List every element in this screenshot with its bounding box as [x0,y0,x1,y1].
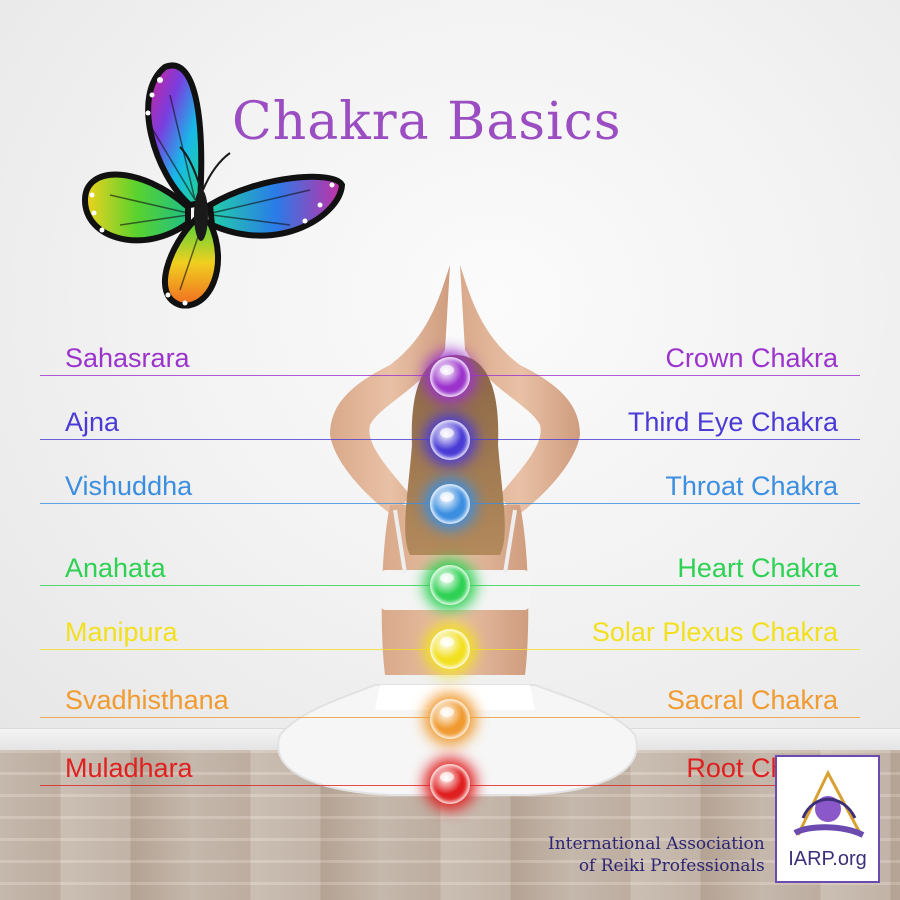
chakra-row: Sahasrara Crown Chakra [0,340,900,380]
chakra-orb [430,699,470,739]
logo-url: IARP.org [788,848,867,870]
butterfly-illustration [81,62,346,309]
chakra-sanskrit-name: Sahasrara [65,343,190,373]
chakra-orb [430,484,470,524]
chakra-orb [430,420,470,460]
chakra-orb [430,565,470,605]
chakra-english-name: Solar Plexus Chakra [591,617,838,647]
iarp-logo[interactable]: IARP.org [775,755,880,883]
chakra-orb [430,764,470,804]
chakra-orb [430,357,470,397]
page-title: Chakra Basics [232,92,622,152]
chakra-english-name: Third Eye Chakra [627,407,838,437]
chakra-english-name: Crown Chakra [665,343,838,373]
organization-line-2: of Reiki Professionals [578,856,765,876]
chakra-english-name: Throat Chakra [665,471,838,501]
chakra-sanskrit-name: Muladhara [65,753,193,783]
chakra-english-name: Heart Chakra [677,553,838,583]
iarp-emblem-icon [793,769,865,838]
organization-name: International Association of Reiki Profe… [548,833,765,877]
chakra-sanskrit-name: Ajna [65,407,120,437]
chakra-sanskrit-name: Anahata [65,553,166,583]
chakra-row: Vishuddha Throat Chakra [0,468,900,508]
meditating-figure [277,265,638,796]
chakra-english-name: Sacral Chakra [666,685,838,715]
chakra-sanskrit-name: Svadhisthana [65,685,229,715]
chakra-sanskrit-name: Manipura [65,617,178,647]
chakra-orb [430,629,470,669]
organization-line-1: International Association [548,834,765,854]
chakra-sanskrit-name: Vishuddha [65,471,193,501]
